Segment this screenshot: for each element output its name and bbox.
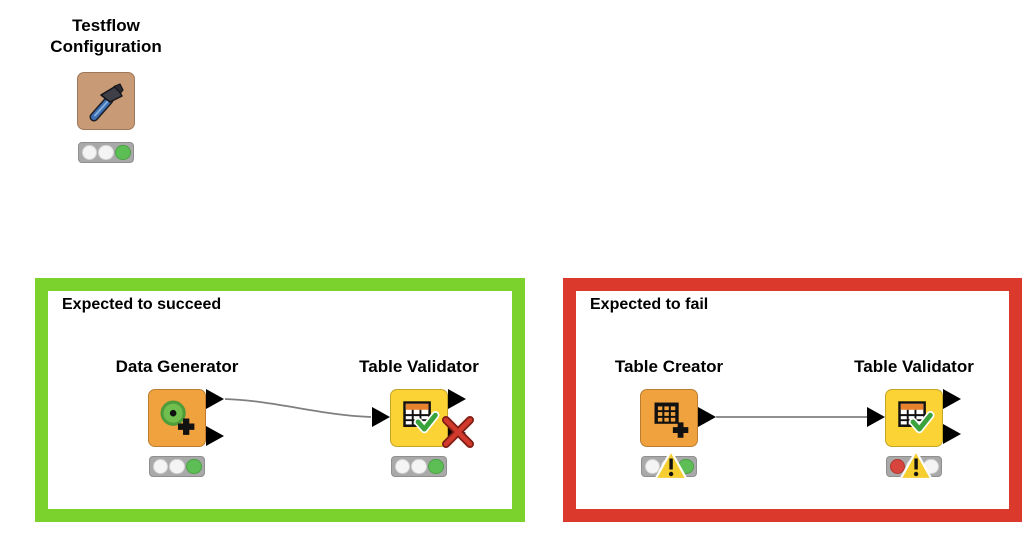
node-table-validator-fail[interactable] [885, 389, 943, 447]
input-port-table-validator-fail[interactable] [867, 407, 885, 427]
status-light-off [152, 458, 168, 475]
node-label-table-validator-fail: Table Validator [854, 357, 974, 376]
node-data-generator[interactable] [148, 389, 206, 447]
status-light-off [98, 144, 114, 161]
status-light-off [169, 458, 185, 475]
annotation-title-fail: Expected to fail [590, 296, 709, 313]
status-light-green [115, 144, 131, 161]
output-port-data-generator-2[interactable] [206, 426, 224, 446]
traffic-light-testflow [78, 142, 134, 163]
status-light-off [81, 144, 97, 161]
warning-icon [899, 449, 933, 481]
output-port-table-creator[interactable] [698, 407, 716, 427]
output-port-table-validator-fail-2[interactable] [943, 424, 961, 444]
status-light-green [428, 458, 444, 475]
node-table-creator[interactable] [640, 389, 698, 447]
traffic-light-data-generator [149, 456, 205, 477]
table-plus-icon [654, 402, 689, 438]
node-label-table-validator-succeed: Table Validator [359, 357, 479, 376]
status-light-green [186, 458, 202, 475]
annotation-expected-to-fail[interactable]: Expected to fail [563, 278, 1022, 522]
hammer-icon [89, 83, 124, 122]
status-light-off [411, 458, 427, 475]
failed-port-x-icon [442, 416, 474, 448]
node-label-testflow-configuration: Testflow Configuration [50, 16, 162, 56]
node-label-table-creator: Table Creator [614, 357, 724, 376]
traffic-light-table-validator-succeed [391, 456, 447, 477]
data-generator-icon [160, 400, 195, 435]
status-light-red [889, 458, 905, 475]
output-port-table-validator-succeed-1[interactable] [448, 389, 466, 409]
status-light-off [394, 458, 410, 475]
annotation-title-succeed: Expected to succeed [62, 296, 222, 313]
warning-icon [654, 449, 688, 481]
status-light-off [644, 458, 660, 475]
node-table-validator-succeed[interactable] [390, 389, 448, 447]
table-check-icon [403, 401, 440, 434]
input-port-table-validator-succeed[interactable] [372, 407, 390, 427]
output-port-table-validator-fail-1[interactable] [943, 389, 961, 409]
node-testflow-configuration[interactable] [77, 72, 135, 130]
node-label-data-generator: Data Generator [115, 357, 239, 376]
connection-data-generator-to-table-validator[interactable] [224, 398, 372, 418]
table-check-icon [898, 401, 935, 434]
output-port-data-generator-1[interactable] [206, 389, 224, 409]
